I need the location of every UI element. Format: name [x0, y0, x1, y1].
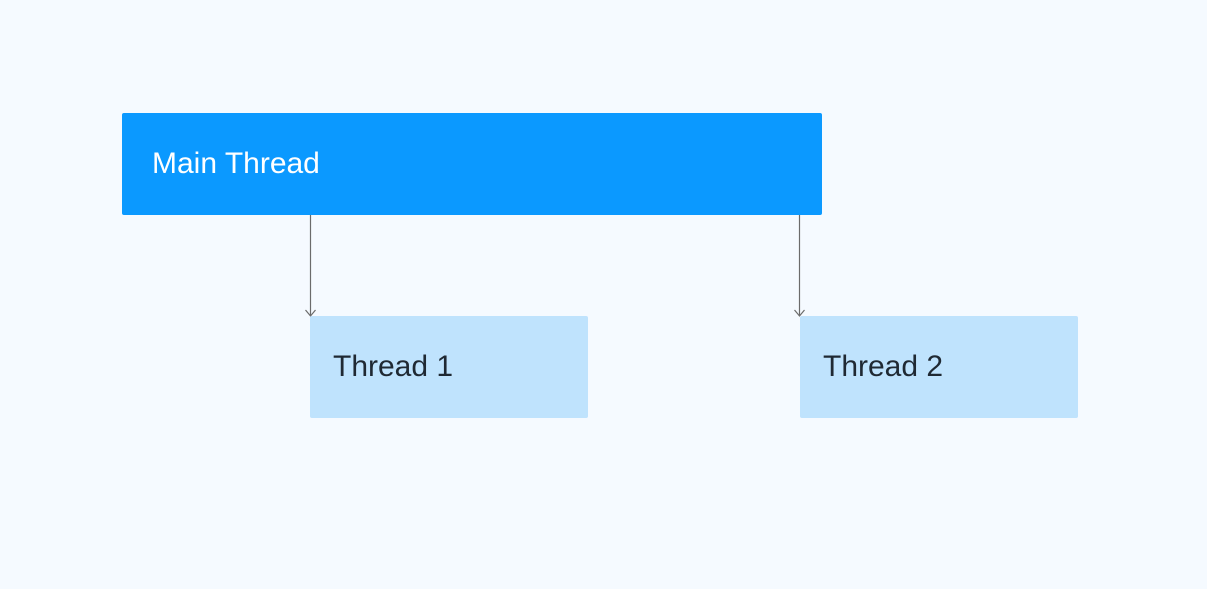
- edge-main-to-thread1: [305, 215, 316, 317]
- thread-1-label: Thread 1: [333, 350, 454, 383]
- edge-main-to-thread2: [794, 215, 805, 317]
- arrowhead-icon: [794, 309, 805, 317]
- main-thread-node: Main Thread: [122, 113, 822, 215]
- thread-1-node: Thread 1: [310, 316, 588, 418]
- main-thread-label: Main Thread: [152, 147, 320, 180]
- thread-2-node: Thread 2: [800, 316, 1078, 418]
- thread-2-label: Thread 2: [823, 350, 944, 383]
